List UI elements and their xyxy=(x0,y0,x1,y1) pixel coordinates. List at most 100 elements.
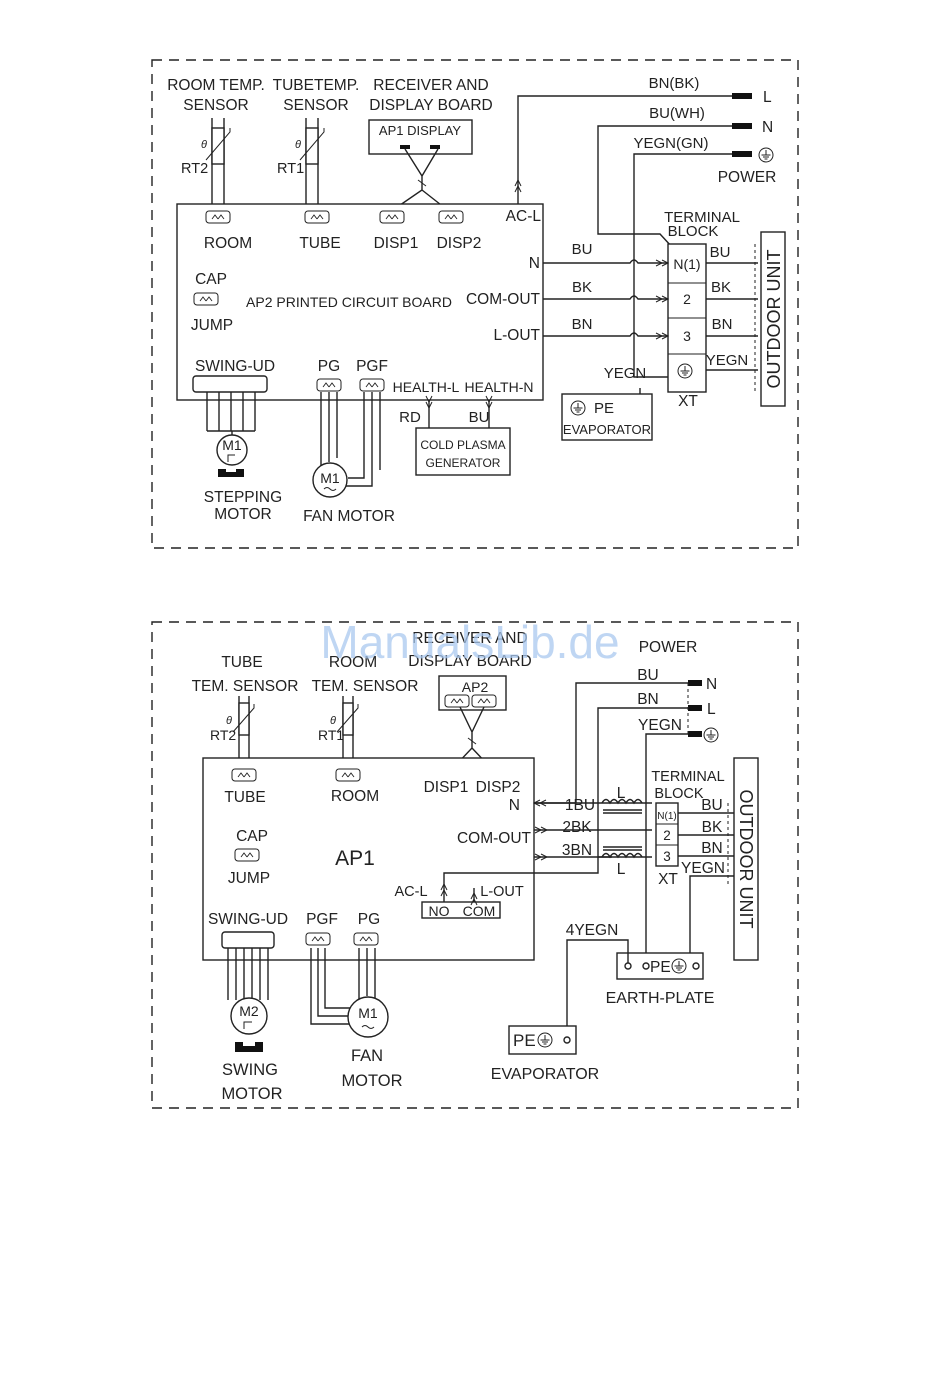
xt-label: XT xyxy=(658,871,678,888)
ap2-label: AP2 xyxy=(462,679,489,695)
fan-motor-label: FAN MOTOR xyxy=(303,508,395,525)
bu-wire-label: BU xyxy=(572,241,593,258)
tube-connector xyxy=(304,210,330,224)
diagram-2: TUBE TEM. SENSOR ROOM TEM. SENSOR RECEIV… xyxy=(151,621,799,1109)
evaporator-ground-icon xyxy=(537,1032,553,1048)
terminal-3: 3 xyxy=(663,849,671,864)
outdoor-unit-label: OUTDOOR UNIT xyxy=(764,250,784,389)
cap-label: CAP xyxy=(195,271,227,288)
disp1-port-label: DISP1 xyxy=(424,779,469,796)
cap-jump-connector xyxy=(234,848,260,862)
swing-motor-label: SWING xyxy=(222,1061,278,1079)
disp2-port-label: DISP2 xyxy=(437,235,482,252)
wire-2bk-label: 2BK xyxy=(562,819,592,836)
ground-icon xyxy=(758,147,774,163)
outdoor-unit-label: OUTDOOR UNIT xyxy=(736,790,756,929)
bu-outdoor-label: BU xyxy=(710,244,731,261)
svg-text:θ: θ xyxy=(330,715,336,727)
relay-no-label: NO xyxy=(429,903,450,919)
room-connector xyxy=(335,768,361,782)
ap1-display-box xyxy=(368,119,473,155)
swing-ud-connector xyxy=(221,931,275,949)
tube-sensor-label: TUBE xyxy=(221,654,262,671)
diagram-1: ROOM TEMP. SENSOR TUBETEMP. SENSOR RECEI… xyxy=(151,59,799,549)
ap2-pcb-box xyxy=(176,203,544,401)
terminal-2: 2 xyxy=(663,828,671,843)
bu-wh-wire-label: BU(WH) xyxy=(649,105,705,122)
earth-plate-pe-label: PE xyxy=(650,959,671,976)
acl-label: AC-L xyxy=(394,884,427,900)
fan-motor: M1 xyxy=(347,996,389,1038)
terminal-3: 3 xyxy=(683,328,691,344)
pcb-title: AP2 PRINTED CIRCUIT BOARD xyxy=(246,294,452,310)
stepping-motor-label-2: MOTOR xyxy=(214,506,271,523)
tube-connector xyxy=(231,768,257,782)
swing-ud-connector xyxy=(192,375,268,393)
relay-box xyxy=(421,901,501,919)
ground-terminal xyxy=(732,151,752,157)
wire-3bn-label: 3BN xyxy=(562,842,592,859)
power-label: POWER xyxy=(718,169,777,186)
yegn-gn-wire-label: YEGN(GN) xyxy=(634,135,709,152)
comout-port-label: COM-OUT xyxy=(457,830,532,847)
evaporator-label: EVAPORATOR xyxy=(563,422,651,437)
evaporator-pe-label: PE xyxy=(513,1031,536,1050)
outdoor-unit-box xyxy=(760,231,786,407)
n-terminal xyxy=(732,123,752,129)
disp1-connector xyxy=(379,210,405,224)
l-terminal xyxy=(732,93,752,99)
receiver-board-label: RECEIVER AND xyxy=(412,630,527,647)
pg-connector xyxy=(353,932,379,946)
comout-port-label: COM-OUT xyxy=(466,291,541,308)
tube-sensor-label-2: SENSOR xyxy=(283,97,348,114)
room-port-label: ROOM xyxy=(204,235,252,252)
cap-jump-connector xyxy=(193,292,219,306)
inductor-lower: L xyxy=(601,846,643,878)
svg-text:M1: M1 xyxy=(358,1005,378,1021)
rt1-sensor: θ RT1 xyxy=(277,118,325,212)
room-sensor-label: ROOM xyxy=(329,654,377,671)
swing-ud-label: SWING-UD xyxy=(208,911,288,928)
jump-label: JUMP xyxy=(228,870,270,887)
terminal-block-label: TERMINAL xyxy=(651,769,724,785)
terminal-2: 2 xyxy=(683,291,691,307)
evaporator-label: EVAPORATOR xyxy=(491,1066,599,1083)
lout-label: L-OUT xyxy=(480,884,524,900)
fan-motor: M1 xyxy=(312,462,348,498)
ground-icon xyxy=(703,727,719,743)
n-terminal xyxy=(688,680,702,686)
room-sensor-label-2: TEM. SENSOR xyxy=(312,678,419,695)
relay-com-label: COM xyxy=(463,903,496,919)
room-port-label: ROOM xyxy=(331,788,379,805)
acl-port-label: AC-L xyxy=(506,208,542,225)
health-n-label: HEALTH-N xyxy=(465,379,534,395)
pg-label: PG xyxy=(358,911,380,928)
tube-sensor-label: TUBETEMP. xyxy=(273,77,360,94)
outdoor-unit-box xyxy=(733,757,759,961)
n-terminal-label: N xyxy=(706,676,717,693)
bn-wire-label: BN xyxy=(572,316,593,333)
room-connector xyxy=(205,210,231,224)
pgf-connector xyxy=(359,378,385,392)
bk-outdoor-label: BK xyxy=(702,819,723,836)
rt2-sensor: θ RT2 xyxy=(181,118,231,212)
pe-label: PE xyxy=(594,400,614,417)
pe-ground-icon xyxy=(570,400,586,416)
lout-port-label: L-OUT xyxy=(494,327,541,344)
swing-motor: M2 xyxy=(230,997,268,1052)
bn-bk-wire-label: BN(BK) xyxy=(649,75,700,92)
l-terminal-label: L xyxy=(707,701,716,718)
watermark-text: ManualsLib.de xyxy=(320,616,619,668)
diagram-1-border xyxy=(151,59,799,549)
pgf-label: PGF xyxy=(306,911,338,928)
bk-wire-label: BK xyxy=(572,279,592,296)
bk-outdoor-label: BK xyxy=(711,279,731,296)
jump-label: JUMP xyxy=(191,317,233,334)
disp2-port-label: DISP2 xyxy=(476,779,521,796)
tube-port-label: TUBE xyxy=(224,789,265,806)
svg-text:L: L xyxy=(617,861,626,878)
yegn-outdoor-label: YEGN xyxy=(681,860,725,877)
stepping-motor: M1 xyxy=(216,434,248,477)
l-terminal-label: L xyxy=(763,89,772,106)
